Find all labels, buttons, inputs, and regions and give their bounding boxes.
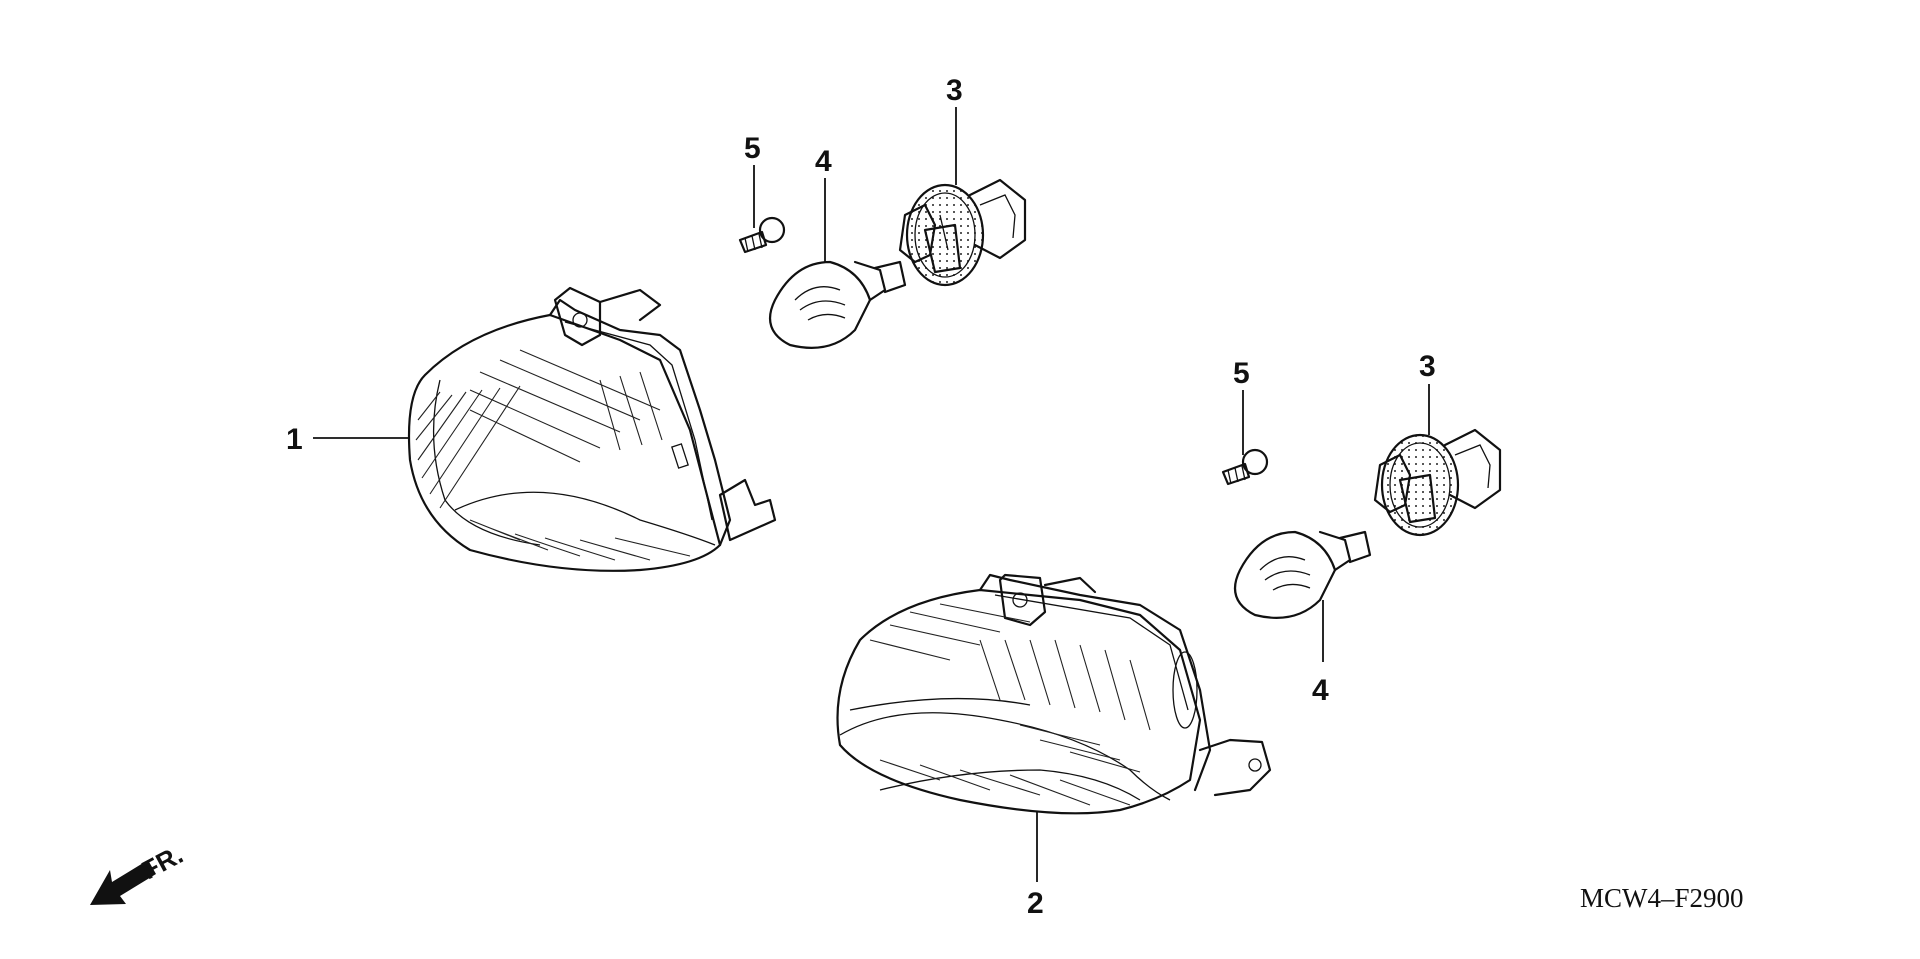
diagram-code: MCW4–F2900 <box>1580 883 1744 913</box>
lens-housing-right[interactable] <box>836 573 1272 815</box>
screw-upper[interactable] <box>738 216 786 254</box>
callout-part-2: 2 <box>1027 887 1044 920</box>
callout-part-5-upper: 5 <box>744 132 761 165</box>
front-direction-indicator: FR. <box>90 839 188 905</box>
bulb-socket-lower[interactable] <box>1373 428 1502 537</box>
callout-part-4-upper: 4 <box>815 145 832 178</box>
bulb-socket-upper[interactable] <box>898 178 1027 287</box>
callout-part-4-lower: 4 <box>1312 674 1329 707</box>
screw-lower[interactable] <box>1221 448 1269 486</box>
wedge-bulb-lower[interactable] <box>1233 530 1372 619</box>
callout-part-5-lower: 5 <box>1233 357 1250 390</box>
front-arrow-icon <box>90 860 156 905</box>
callout-part-1: 1 <box>286 423 303 456</box>
lens-housing-left[interactable] <box>407 286 777 572</box>
callout-part-3-upper: 3 <box>946 74 963 107</box>
wedge-bulb-upper[interactable] <box>768 260 907 349</box>
callout-part-3-lower: 3 <box>1419 350 1436 383</box>
